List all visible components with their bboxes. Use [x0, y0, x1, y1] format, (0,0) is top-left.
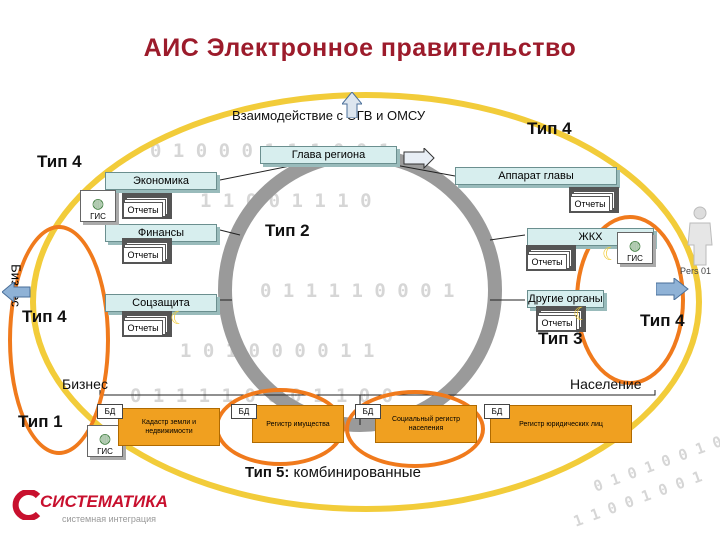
company-logo: СИСТЕМАТИКА системная интеграция: [12, 488, 168, 532]
gis-globe-icon[interactable]: ◍ГИС: [87, 425, 123, 457]
page-title: АИС Электронное правительство: [143, 34, 577, 62]
db-tag: БД: [355, 404, 381, 419]
globe-icon: ◍: [91, 195, 105, 211]
gis-globe-icon[interactable]: ◍ГИС: [617, 232, 653, 264]
type-1: Тип 1: [18, 412, 63, 431]
box-label: Другие органы: [528, 293, 603, 305]
registry-social[interactable]: Социальный регистр населения: [375, 405, 477, 443]
gis-label: ГИС: [627, 254, 643, 263]
logo-tagline: системная интеграция: [62, 514, 156, 524]
report-label: Отчеты: [531, 257, 563, 267]
person-label: Pers 01: [680, 266, 712, 276]
globe-icon: ◍: [628, 237, 642, 253]
db-tag: БД: [484, 404, 510, 419]
type-4-left: Тип 4: [22, 307, 67, 326]
report-label: Отчеты: [127, 323, 159, 333]
db-label: БД: [362, 407, 374, 416]
orange-ring-bottom-2: [345, 390, 485, 468]
orange-ring-left: [8, 225, 110, 455]
type-4-top-left: Тип 4: [37, 152, 82, 171]
arrow-icon: [403, 148, 435, 170]
connector-line: [394, 164, 456, 177]
report-stack[interactable]: Отчеты: [123, 247, 163, 263]
connector-line: [489, 234, 526, 241]
box-soczashchita[interactable]: Соцзащита: [105, 294, 217, 312]
type-5-text: комбинированные: [289, 464, 421, 481]
db-tag: БД: [231, 404, 257, 419]
registry-label: Регистр юридических лиц: [519, 420, 603, 428]
registry-legal-entities[interactable]: Регистр юридических лиц: [490, 405, 632, 443]
type-4-right: Тип 4: [640, 311, 685, 330]
report-stack[interactable]: Отчеты: [123, 320, 163, 336]
gis-label: ГИС: [90, 212, 106, 221]
type-5-prefix: Тип 5:: [245, 464, 290, 481]
db-label: БД: [238, 407, 250, 416]
person-icon: [687, 206, 713, 266]
gis-globe-icon[interactable]: ◍ГИС: [80, 190, 116, 222]
box-apparat-glavy[interactable]: Аппарат главы: [455, 167, 617, 185]
box-ekonomika[interactable]: Экономика: [105, 172, 217, 190]
arrow-up-icon: [342, 92, 362, 118]
registry-label: Социальный регистр населения: [391, 416, 461, 432]
type-4-top-right: Тип 4: [527, 119, 572, 138]
moon-icon: ☾: [170, 308, 187, 328]
population-label: Население: [570, 376, 642, 392]
registry-property[interactable]: Регистр имущества: [252, 405, 344, 443]
report-label: Отчеты: [574, 199, 606, 209]
logo-mark-icon: [12, 490, 41, 520]
box-label: Финансы: [137, 227, 185, 239]
box-label: ЖКХ: [578, 231, 603, 243]
connector-line: [219, 229, 241, 236]
interaction-label: Взаимодействие с ОГВ и ОМСУ: [232, 108, 426, 123]
box-label: Экономика: [132, 175, 190, 187]
box-label: Аппарат главы: [498, 170, 574, 182]
registry-label: Кадастр земли и недвижимости: [141, 419, 197, 435]
arrow-right-icon: [656, 278, 689, 300]
moon-icon: ☾: [573, 304, 590, 324]
logo-name: СИСТЕМАТИКА: [40, 492, 168, 511]
type-3: Тип 3: [538, 329, 583, 348]
report-label: Отчеты: [541, 318, 573, 328]
business-label: Бизнес: [62, 376, 108, 392]
report-stack[interactable]: Отчеты: [527, 254, 567, 270]
report-stack[interactable]: Отчеты: [570, 196, 610, 212]
gis-label: ГИС: [97, 447, 113, 456]
moon-icon: ☾: [602, 244, 619, 264]
report-stack[interactable]: Отчеты: [537, 315, 577, 331]
report-label: Отчеты: [127, 250, 159, 260]
box-drugie-organy[interactable]: Другие органы: [527, 290, 604, 308]
registry-label: Регистр имущества: [266, 420, 330, 428]
db-tag: БД: [97, 404, 123, 419]
box-glava-regiona[interactable]: Глава региона: [260, 146, 397, 164]
type-5-label: Тип 5: комбинированные: [245, 464, 421, 481]
report-label: Отчеты: [127, 205, 159, 215]
report-stack[interactable]: Отчеты: [123, 202, 163, 218]
type-2: Тип 2: [265, 221, 310, 240]
db-label: БД: [104, 407, 116, 416]
box-finansy[interactable]: Финансы: [105, 224, 217, 242]
arrow-left-icon: [2, 282, 31, 302]
registry-cadastre[interactable]: Кадастр земли и недвижимости: [118, 408, 220, 446]
box-label: Глава региона: [291, 149, 366, 161]
central-ring: [218, 148, 502, 432]
globe-icon: ◍: [98, 430, 112, 446]
db-label: БД: [491, 407, 503, 416]
box-label: Соцзащита: [132, 297, 190, 309]
